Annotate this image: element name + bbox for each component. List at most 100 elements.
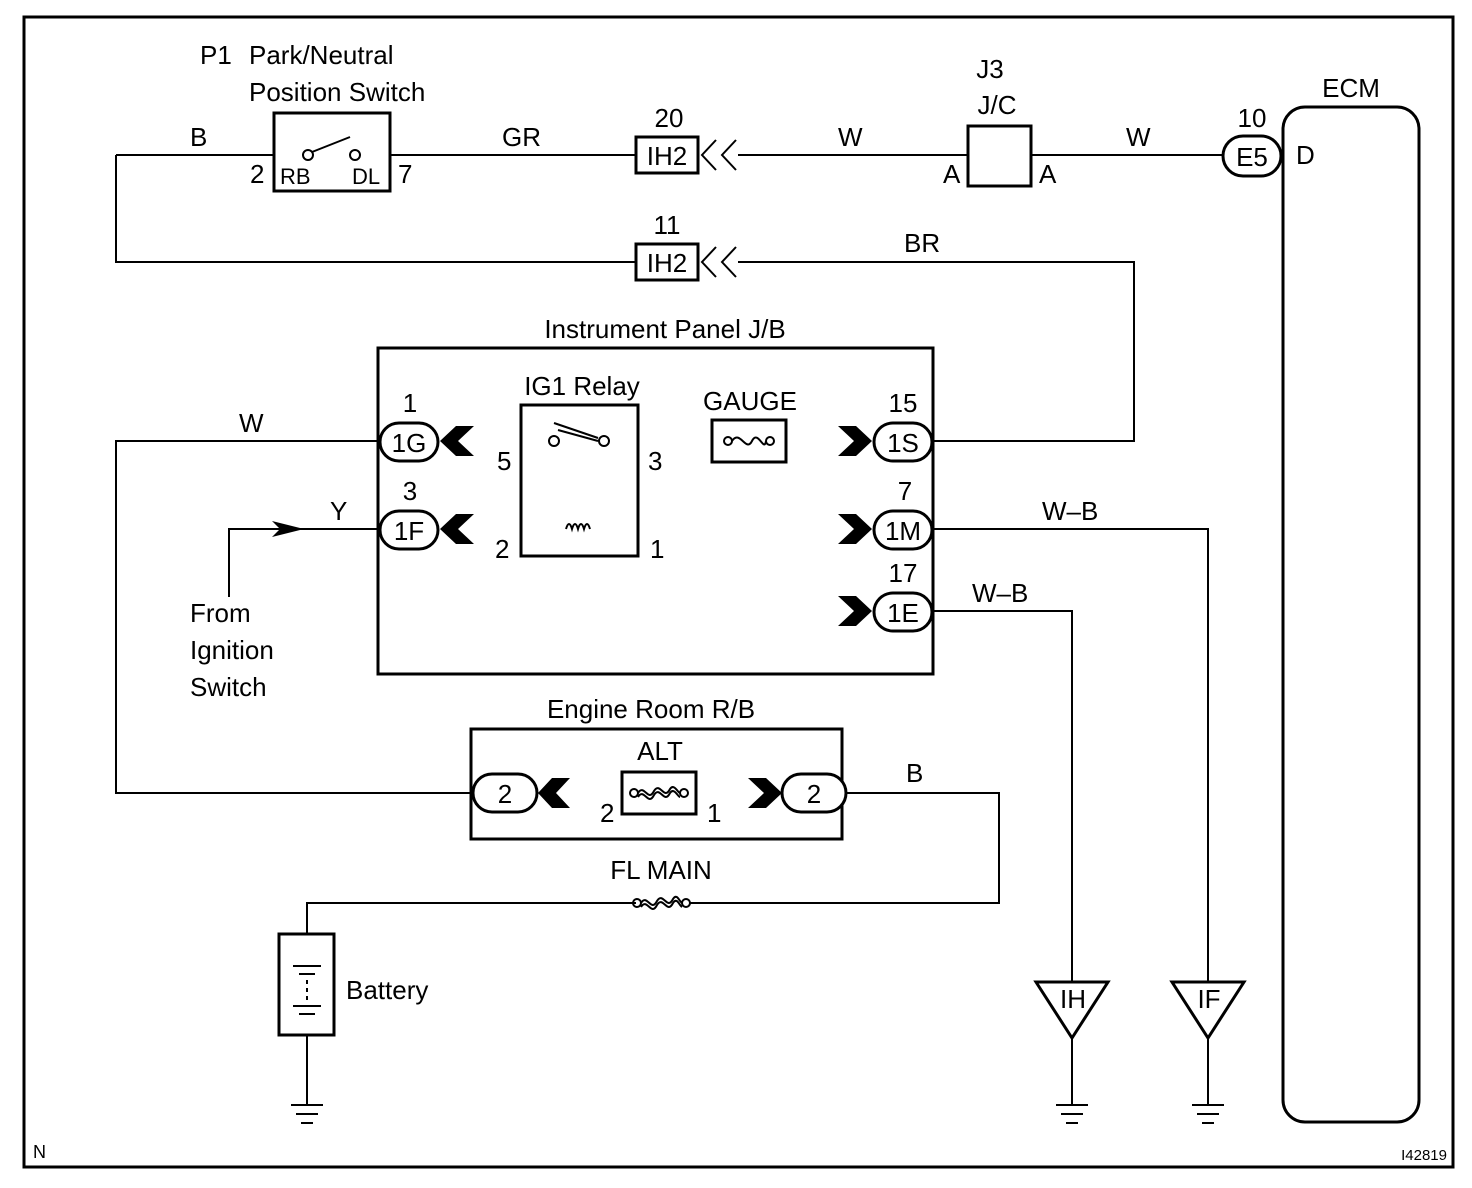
connector-pin-number: 20 [655,103,684,133]
svg-text:2: 2 [807,779,821,809]
relay-coil [565,523,591,533]
connector-code: IH2 [647,248,687,278]
ecm-name: ECM [1322,73,1380,103]
wire-label-wb-1m: W–B [1042,496,1098,526]
wire-br [738,261,1135,442]
ground-symbol-battery [291,1104,323,1124]
ignition-source: From Ignition Switch [190,521,304,702]
ip-jb-body [376,346,935,676]
pnp-switch-pin-7: 7 [398,159,412,189]
connector-arrow [838,514,872,544]
ground-label-if: IF [1197,984,1220,1014]
wire-label-w-ih2-jc: W [838,122,863,152]
wire-label-b-alt: B [906,758,923,788]
connector-1g [378,421,440,463]
connector-pin-number: 11 [654,210,681,240]
connector-1e [872,591,934,633]
ground-label-ih: IH [1060,984,1086,1014]
fuse-element [731,436,767,446]
ecm-body [1281,105,1421,1124]
fl-main-fusible-link: FL MAIN [610,855,712,910]
svg-text:2: 2 [498,779,512,809]
wire-flmain-battery [306,902,636,934]
connector-1f [378,509,440,551]
alt-pin-1: 1 [707,798,721,828]
wire-wb-1m [932,528,1209,982]
connector-arrow [838,596,872,626]
diagram-frame [22,15,1455,1169]
pnp-switch-pin-2: 2 [250,159,264,189]
svg-text:1E: 1E [887,598,919,628]
wire-label-br: BR [904,228,940,258]
connector-code: IH2 [647,141,687,171]
pnp-switch-name-1: Park/Neutral [249,40,394,70]
instrument-panel-jb: Instrument Panel J/B 1 1G 3 1F IG1 Relay… [376,314,935,676]
connector-2-left [471,772,539,814]
pnp-switch: P1 Park/Neutral Position Switch RB DL 2 … [200,40,425,193]
corner-label-left: N [33,1142,46,1162]
svg-text:1M: 1M [885,516,921,546]
ig1-relay-pin-5: 5 [497,446,511,476]
ig1-relay-pin-2: 2 [495,534,509,564]
svg-text:Switch: Switch [190,672,267,702]
gauge-fuse-name: GAUGE [703,386,797,416]
ecm: ECM D [1281,73,1421,1124]
alt-fuse-name: ALT [637,736,683,766]
ig1-relay-name: IG1 Relay [524,371,640,401]
fusible-link-element [637,786,681,796]
ground-point-if: IF [1169,980,1247,1124]
pnp-switch-id: P1 [200,40,232,70]
jc-pin-left: A [943,159,961,189]
connector-arrow [440,426,474,456]
wire-b-alt [690,792,1000,904]
connector-ih2-20: 20 IH2 [634,103,737,175]
svg-text:1F: 1F [394,516,424,546]
wire-label-gr: GR [502,122,541,152]
ig1-relay-pin-1: 1 [650,534,664,564]
wire-label-b-top: B [190,122,207,152]
wire-w-left [115,440,473,794]
connector-1s-pin: 15 [889,388,918,418]
ip-jb-name: Instrument Panel J/B [544,314,785,344]
jc-name: J/C [978,90,1017,120]
connector-pin-number: 10 [1238,103,1267,133]
jc-pin-right: A [1039,159,1057,189]
svg-text:1G: 1G [392,428,427,458]
connector-1m [872,509,934,551]
connector-code: E5 [1236,142,1268,172]
fl-main-name: FL MAIN [610,855,712,885]
pnp-switch-body [272,111,392,193]
connector-ih2-11: 11 IH2 [634,210,737,282]
ground-point-ih: IH [1033,980,1111,1124]
ecm-pin-d: D [1296,140,1315,170]
ig1-relay-body [519,403,640,558]
svg-text:From: From [190,598,251,628]
connector-1e-pin: 17 [889,558,918,588]
connector-e5: 10 E5 [1221,103,1283,178]
connector-1m-pin: 7 [898,476,912,506]
pnp-switch-term-rb: RB [280,164,311,189]
alt-pin-2: 2 [600,798,614,828]
svg-text:Ignition: Ignition [190,635,274,665]
connector-arrow [440,514,474,544]
wire-y [228,528,380,597]
connector-1g-pin: 1 [403,388,417,418]
pnp-switch-name-2: Position Switch [249,77,425,107]
wire-label-y: Y [330,496,347,526]
battery: Battery [277,932,428,1037]
junction-connector-j3: J3 J/C A A [943,54,1057,189]
connector-arrow [538,778,570,808]
jc-id: J3 [976,54,1003,84]
wire-label-w-left: W [239,408,264,438]
signal-arrow [272,521,304,537]
battery-name: Battery [346,975,428,1005]
wire-b-left-loop [115,155,636,263]
connector-1s [872,421,934,463]
connector-arrow [838,426,872,456]
svg-text:1S: 1S [887,428,919,458]
ig1-relay-pin-3: 3 [648,446,662,476]
wire-label-wb-1e: W–B [972,578,1028,608]
connector-1f-pin: 3 [403,476,417,506]
connector-arrow [748,778,782,808]
